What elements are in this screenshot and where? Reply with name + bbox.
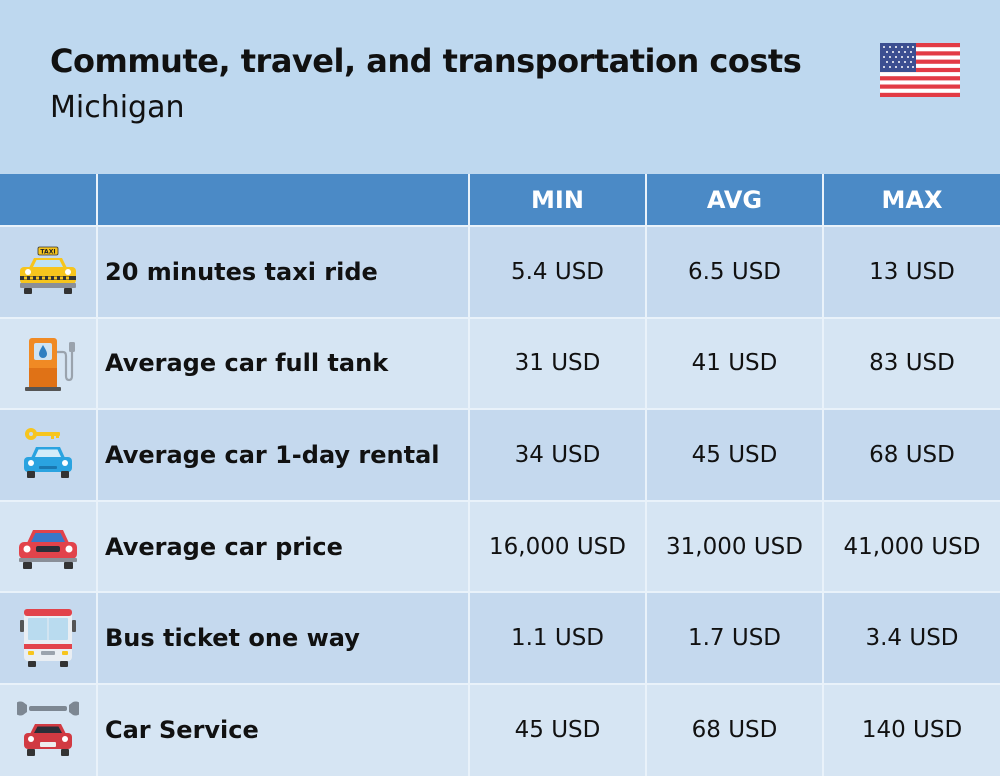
avg-value: 45 USD [645,408,824,502]
table-row: Average car 1-day rental 34 USD 45 USD 6… [0,408,1000,502]
min-value: 5.4 USD [468,225,647,319]
max-value: 140 USD [822,682,1000,776]
car-icon [19,529,77,569]
header-max: MAX [822,174,1000,227]
max-value: 83 USD [822,316,1000,411]
avg-value: 68 USD [645,682,824,776]
page-subtitle: Michigan [50,90,185,125]
avg-value: 6.5 USD [645,225,824,319]
avg-value: 1.7 USD [645,591,824,685]
us-flag-icon [880,43,960,97]
row-label: Average car full tank [96,316,470,411]
min-value: 16,000 USD [468,499,647,594]
min-value: 45 USD [468,682,647,776]
header-avg: AVG [645,174,824,227]
min-value: 34 USD [468,408,647,502]
table-row: Average car price 16,000 USD 31,000 USD … [0,499,1000,594]
max-value: 68 USD [822,408,1000,502]
max-value: 3.4 USD [822,591,1000,685]
row-label: Bus ticket one way [96,591,470,685]
header-icon-col [0,174,98,227]
header: Commute, travel, and transportation cost… [0,0,1000,174]
wrench-car-icon [17,701,79,757]
header-label-col [96,174,470,227]
taxi-icon: TAXI [20,246,76,294]
bus-icon [20,609,76,668]
min-value: 1.1 USD [468,591,647,685]
row-label: Average car 1-day rental [96,408,470,502]
row-label: Average car price [96,499,470,594]
table-row: Average car full tank 31 USD 41 USD 83 U… [0,316,1000,411]
table-row: Bus ticket one way 1.1 USD 1.7 USD 3.4 U… [0,591,1000,685]
svg-text:TAXI: TAXI [40,248,55,255]
max-value: 13 USD [822,225,1000,319]
max-value: 41,000 USD [822,499,1000,594]
row-label: 20 minutes taxi ride [96,225,470,319]
car-key-icon [24,427,72,478]
table-row: Car Service 45 USD 68 USD 140 USD [0,682,1000,776]
page-title: Commute, travel, and transportation cost… [50,42,802,80]
min-value: 31 USD [468,316,647,411]
avg-value: 41 USD [645,316,824,411]
header-min: MIN [468,174,647,227]
fuel-pump-icon [25,338,75,392]
avg-value: 31,000 USD [645,499,824,594]
costs-table: MIN AVG MAX TAXI 20 minutes taxi ride 5.… [0,174,1000,776]
table-row: TAXI 20 minutes taxi ride 5.4 USD 6.5 US… [0,225,1000,319]
table-header-row: MIN AVG MAX [0,174,1000,227]
row-label: Car Service [96,682,470,776]
